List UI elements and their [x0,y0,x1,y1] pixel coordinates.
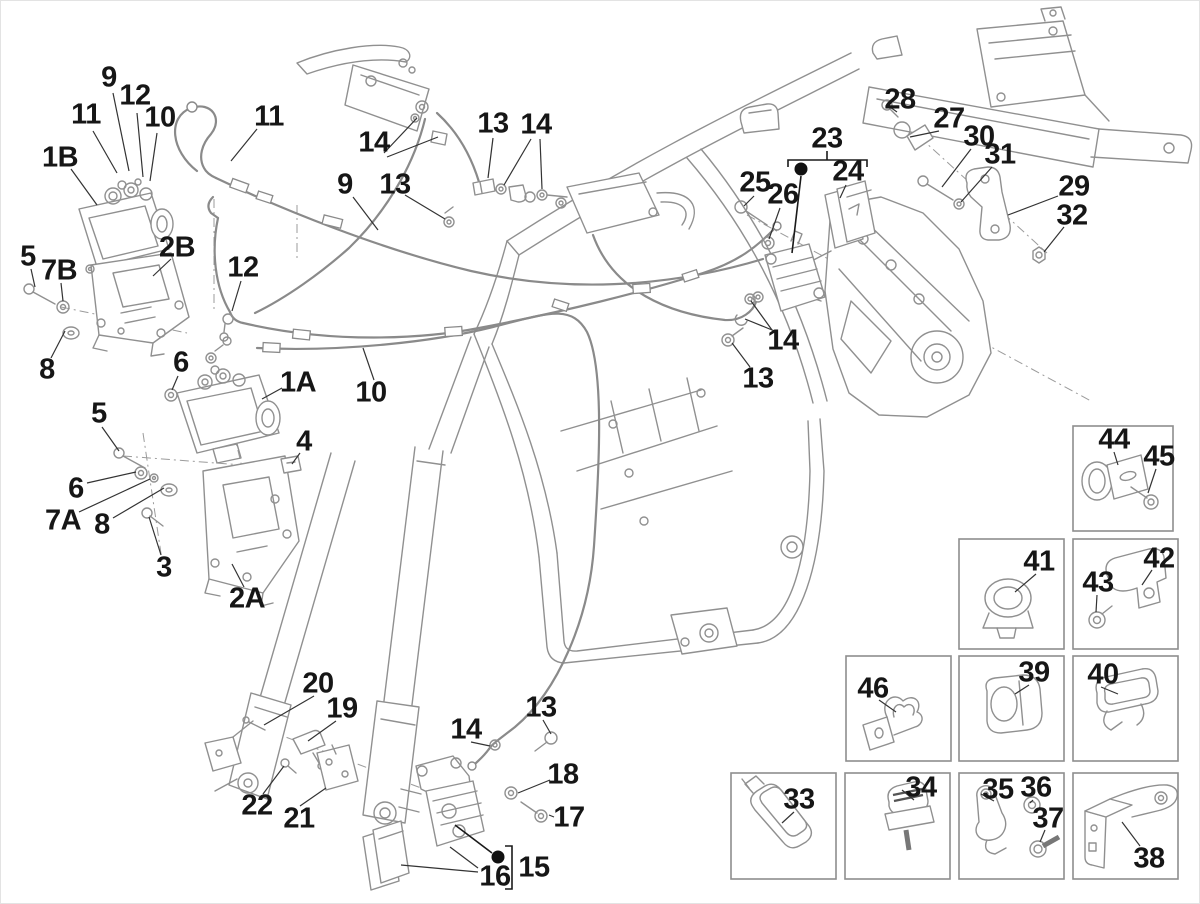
part-box-34 [844,772,951,880]
part-box-33 [730,772,837,880]
brake-hoses-and-cables [174,101,782,771]
part-boxes [730,425,1179,880]
part-box-39 [958,655,1065,762]
part-box-42-43 [1072,538,1179,650]
part-box-35-36-37 [958,772,1065,880]
dark-accents [892,787,924,803]
stud-accents [903,829,1061,851]
leader-lines [30,92,1157,873]
frame-artwork [204,6,1193,825]
group-brackets [454,151,868,890]
part-box-46 [845,655,952,762]
reference-axes [60,110,1092,795]
part-box-40 [1072,655,1179,762]
part-box-41 [958,538,1065,650]
part-box-44-45 [1072,425,1174,532]
part-box-38 [1072,772,1179,880]
